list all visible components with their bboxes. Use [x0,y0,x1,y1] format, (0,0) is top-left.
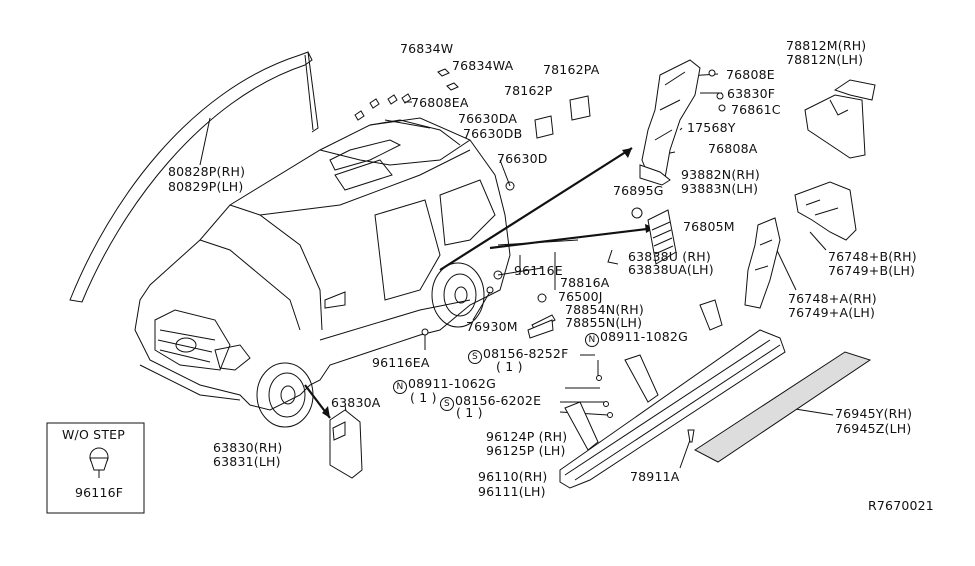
clip-63838u [607,249,619,265]
label-17568y: 17568Y [687,120,736,135]
inset-part-96116f: 96116F [75,485,124,500]
label-80829p: 80829P(LH) [168,179,244,194]
label-78162p: 78162P [504,83,553,98]
label-78812n: 78812N(LH) [786,52,864,67]
n-symbol: N [585,333,599,347]
label-78162pa: 78162PA [543,62,600,77]
roof-molding [69,51,313,303]
label-08156-8252f-qty: ( 1 ) [496,359,523,374]
label-63830: 63830(RH) [213,440,283,455]
step-pad-76945y [694,351,872,463]
label-76945z: 76945Z(LH) [835,421,912,436]
label-96124p: 96124P (RH) [486,429,568,444]
label-76808ea: 76808EA [411,95,469,110]
running-board-96110 [559,329,786,489]
label-76630da: 76630DA [458,111,518,126]
label-76500j: 76500J [558,289,603,304]
inset-box [46,422,145,514]
label-78911a: 78911A [630,469,680,484]
label-96110: 96110(RH) [478,469,548,484]
label-76945y: 76945Y(RH) [835,406,913,421]
label-78855n: 78855N(LH) [565,315,643,330]
label-76895g: 76895G [613,183,664,198]
arrows [304,147,656,419]
mud-flap-63830 [329,409,363,479]
s-symbol: S [440,397,454,411]
label-78816a: 78816A [560,275,610,290]
vent-76805m [647,209,677,265]
inset-title: W/O STEP [62,427,125,442]
bolt-78911a [687,429,695,443]
label-63838ua: 63838UA(LH) [628,262,714,277]
label-76861c: 76861C [731,102,781,117]
mud-flap-78812m [804,79,876,159]
brackets-96124p [564,299,723,451]
label-76805m: 76805M [683,219,735,234]
label-96116ea: 96116EA [372,355,430,370]
label-76749a: 76749+A(LH) [788,305,876,320]
label-08156-6202e-qty: ( 1 ) [456,405,483,420]
label-96125p: 96125P (LH) [486,443,566,458]
n-symbol: N [393,380,407,394]
label-63830f: 63830F [727,86,776,101]
fender-liner-76748b [794,181,857,241]
label-76630d: 76630D [497,151,548,166]
label-76834wa: 76834WA [452,58,514,73]
label-76748a: 76748+A(RH) [788,291,877,306]
label-76834w: 76834W [400,41,454,56]
label-93883n: 93883N(LH) [681,181,759,196]
trim-76748a [744,217,781,309]
label-76930m: 76930M [466,319,518,334]
label-80828p: 80828P(RH) [168,164,246,179]
splash-guard-17568y [641,59,701,181]
roof-fasteners [354,68,643,336]
diagram-id: R7670021 [868,498,934,513]
label-78854n: 78854N(RH) [565,302,644,317]
label-63838u: 63838U (RH) [628,249,711,264]
label-76630db: 76630DB [463,126,523,141]
label-63831: 63831(LH) [213,454,281,469]
label-78812m: 78812M(RH) [786,38,867,53]
label-76808e: 76808E [726,67,775,82]
label-08911-1062g-qty: ( 1 ) [410,390,437,405]
label-63830a: 63830A [331,395,381,410]
label-76808a: 76808A [708,141,758,156]
label-96116e: 96116E [514,263,563,278]
label-96111: 96111(LH) [478,484,546,499]
label-76748b: 76748+B(RH) [828,249,917,264]
label-93882n: 93882N(RH) [681,167,760,182]
label-76749b: 76749+B(LH) [828,263,916,278]
s-symbol: S [468,350,482,364]
